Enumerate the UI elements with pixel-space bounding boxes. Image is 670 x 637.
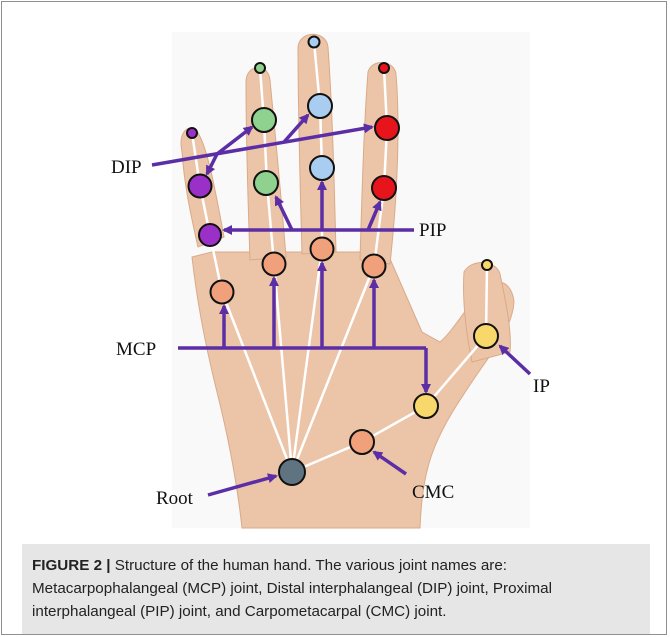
middle-finger-tip-joint xyxy=(309,37,320,48)
ring-finger-tip-joint xyxy=(255,63,265,73)
root-label: Root xyxy=(156,488,194,509)
middle-finger-pip-joint xyxy=(310,156,334,180)
ip-label: IP xyxy=(533,376,550,397)
mcp-label: MCP xyxy=(116,339,156,360)
pip-label: PIP xyxy=(419,220,446,241)
hand-diagram: DIP PIP MCP IP CMC Root xyxy=(2,2,668,542)
dip-label: DIP xyxy=(111,157,142,178)
ring-finger-pip-joint xyxy=(254,171,278,195)
ring-finger-mcp-joint xyxy=(263,253,286,276)
index-finger-tip-joint xyxy=(379,63,389,73)
root-joint xyxy=(279,459,305,485)
thumb-ip-joint xyxy=(474,324,498,348)
thumb-cmc-joint xyxy=(350,430,374,454)
middle-finger-dip-joint xyxy=(308,94,332,118)
little-finger-mcp-joint xyxy=(211,281,234,304)
thumb-tip-joint xyxy=(482,260,492,270)
figure-caption: FIGURE 2 | Structure of the human hand. … xyxy=(22,544,650,634)
little-finger-dip-joint xyxy=(189,175,212,198)
index-finger-dip-joint xyxy=(375,116,399,140)
middle-finger-mcp-joint xyxy=(311,238,334,261)
ring-finger-dip-joint xyxy=(252,108,276,132)
thumb-mcp-joint xyxy=(414,394,438,418)
little-finger-pip-joint xyxy=(199,224,221,246)
figure-number: FIGURE 2 | xyxy=(32,557,111,574)
cmc-label: CMC xyxy=(412,482,454,503)
index-finger-mcp-joint xyxy=(363,255,386,278)
little-finger-tip-joint xyxy=(187,128,197,138)
caption-text: Structure of the human hand. The various… xyxy=(32,557,552,620)
index-finger-pip-joint xyxy=(372,176,396,200)
